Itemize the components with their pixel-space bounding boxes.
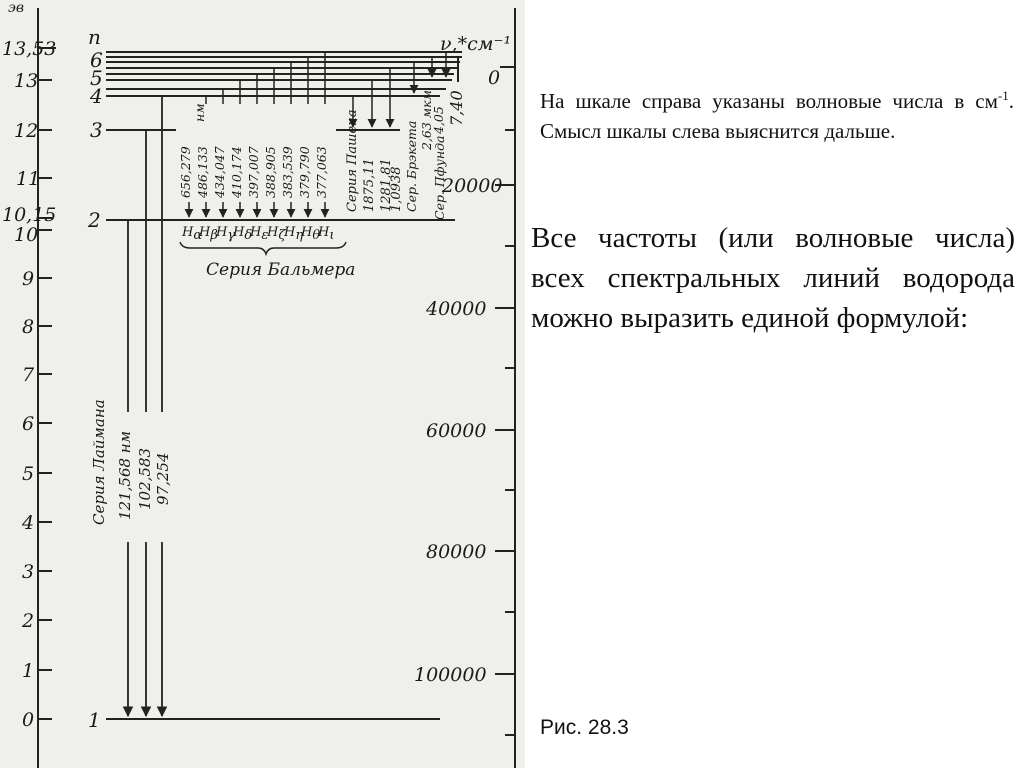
main-paragraph: Все частоты (или волновые числа) всех сп… <box>531 222 1015 334</box>
left-tick-0: 0 <box>22 709 34 731</box>
pfund-wl-2: 7,40 <box>447 90 466 126</box>
level-label-6: 6 <box>90 48 103 72</box>
balmer-series-label: Серия Бальмера <box>206 260 355 280</box>
lyman-wl-1: 121,568 нм <box>116 431 134 520</box>
paschen-wl-3: 1,0938 <box>389 167 404 213</box>
level-label-2: 2 <box>87 208 101 232</box>
balmer-wl-8: 379,790 <box>297 146 312 198</box>
level-label-5: 5 <box>90 66 103 90</box>
scale-note: На шкале справа указаны волновые числа в… <box>540 86 1014 146</box>
level-label-n: n <box>88 25 101 49</box>
right-tick-20000: 20000 <box>441 175 502 197</box>
scale-note-text-1: На шкале справа указаны волновые числа в… <box>540 89 998 113</box>
left-tick-8: 8 <box>22 316 34 338</box>
paschen-wl-2: 1281,81 <box>379 158 394 212</box>
balmer-wl-4: 410,174 <box>229 146 244 199</box>
left-tick-11: 11 <box>16 168 40 190</box>
left-tick-13: 13 <box>14 70 38 92</box>
left-tick-10-15: 10,15 <box>2 204 56 226</box>
right-axis-title: ν,*см⁻¹ <box>440 33 511 55</box>
level-label-3: 3 <box>90 118 103 142</box>
right-tick-40000: 40000 <box>425 298 486 320</box>
lyman-series-label: Серия Лаймана <box>90 399 108 525</box>
lyman-wl-3: 97,254 <box>154 453 172 506</box>
balmer-symbol-7: Hη <box>283 225 303 243</box>
right-tick-80000: 80000 <box>426 541 486 563</box>
balmer-wl-9: 377,063 <box>314 146 329 198</box>
right-tick-100000: 100000 <box>414 664 487 686</box>
right-tick-0: 0 <box>488 67 500 89</box>
balmer-wl-6: 388,905 <box>263 146 278 198</box>
balmer-wl-7: 383,539 <box>280 146 295 198</box>
paschen-series-label: Серия Пашена <box>345 110 360 212</box>
left-tick-6: 6 <box>22 413 34 435</box>
balmer-wl-3: 434,047 <box>212 146 227 199</box>
figure-caption: Рис. 28.3 <box>540 716 629 739</box>
left-tick-4: 4 <box>21 512 34 534</box>
balmer-symbol-9: Hι <box>317 225 334 243</box>
left-tick-2: 2 <box>21 610 34 632</box>
balmer-wl-5: 397,007 <box>246 146 261 198</box>
balmer-wl-2: 486,133 <box>195 146 210 199</box>
left-tick-1: 1 <box>22 660 34 682</box>
balmer-symbol-8: Hθ <box>300 225 320 243</box>
scale-note-superscript: -1 <box>997 88 1009 103</box>
balmer-symbol-6: Hζ <box>266 225 286 243</box>
left-axis-unit: эв <box>8 0 24 16</box>
left-tick-9: 9 <box>22 268 34 290</box>
left-tick-3: 3 <box>22 561 34 583</box>
left-tick-13-53: 13,53 <box>2 38 56 60</box>
lyman-wl-2: 102,583 <box>136 448 154 510</box>
balmer-symbol-5: Hε <box>249 225 268 243</box>
balmer-symbol-2: Hβ <box>198 225 218 243</box>
level-label-1: 1 <box>88 708 101 732</box>
balmer-brace <box>179 241 347 257</box>
scale-note-text-2: . Смысл шкалы слева выяснится дальше. <box>540 89 1014 143</box>
brackett-series-label: Сер. Брэкета <box>404 121 419 212</box>
balmer-wl-1: 656,279 <box>178 146 193 198</box>
balmer-symbol-3: Hγ <box>215 225 235 243</box>
balmer-symbol-1: Hα <box>181 225 202 243</box>
brackett-wl: 2,63 мкм <box>419 90 434 151</box>
paschen-wl-1: 1875,11 <box>362 158 377 212</box>
left-tick-10: 10 <box>14 224 38 246</box>
left-tick-12: 12 <box>14 120 38 142</box>
right-tick-60000: 60000 <box>426 420 486 442</box>
balmer-symbol-4: Hδ <box>232 225 252 243</box>
level-label-4: 4 <box>89 84 103 108</box>
left-tick-7: 7 <box>22 364 35 386</box>
left-tick-5: 5 <box>22 463 34 485</box>
balmer-unit: нм <box>192 103 207 122</box>
energy-level-diagram: эв 13,53 13 12 11 10,15 10 9 8 7 6 5 4 3… <box>0 0 525 768</box>
pfund-series-label: Сер. Пфунда <box>432 136 447 220</box>
pfund-wl-1: 4,05 <box>431 106 446 135</box>
